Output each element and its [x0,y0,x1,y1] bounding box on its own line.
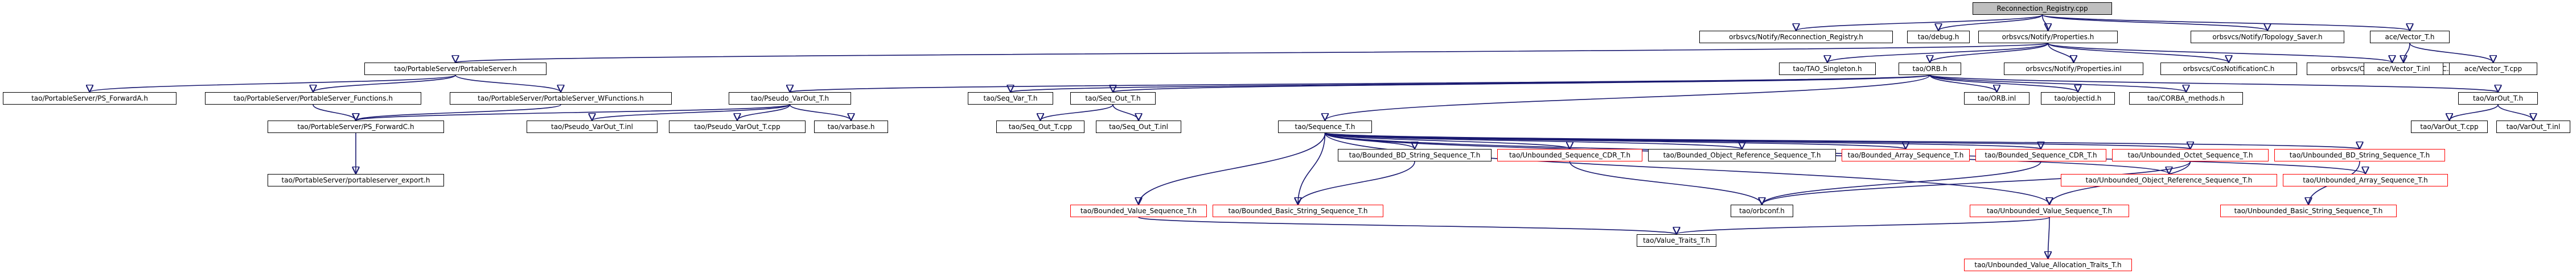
edge-n8-n19 [1113,74,1930,93]
edge-n15-n25 [313,104,356,121]
edge-n8-n22 [1929,74,2186,93]
node-pseudo-varout-t-cpp[interactable]: tao/Pseudo_VarOut_T.cpp [669,121,806,133]
edge-n3-n7 [1827,43,2049,63]
edge-n5-n12 [2404,43,2410,63]
node-reconnection-registry-cpp[interactable]: Reconnection_Registry.cpp [1973,2,2112,15]
edge-n37-n45 [1762,161,2041,205]
edge-n24-n44 [1298,132,1326,205]
node-bounded-value-sequence-t-h[interactable]: tao/Bounded_Value_Sequence_T.h [1070,205,1207,217]
node-seq-var-t-h[interactable]: tao/Seq_Var_T.h [968,92,1053,105]
edge-n8-n23 [1929,74,2498,93]
edge-n24-n35 [1324,132,1743,150]
edge-n0-n1 [1796,14,2043,31]
node-reconnection-registry-h[interactable]: orbsvcs/Notify/Reconnection_Registry.h [1699,31,1893,43]
node-value-traits-t-h[interactable]: tao/Value_Traits_T.h [1637,234,1716,247]
edge-n46-n49 [2048,217,2050,259]
edge-n17-n26 [592,104,791,121]
node-vector-t-cpp[interactable]: ace/Vector_T.cpp [2449,63,2537,75]
edge-n24-n43 [1139,132,1326,205]
edge-n24-n39 [1324,132,2360,149]
node-ps-forwarda-h[interactable]: tao/PortableServer/PS_ForwardA.h [3,92,176,105]
edge-n8-n20 [1929,74,1997,93]
node-vector-t-inl[interactable]: ace/Vector_T.inl [2364,63,2443,75]
node-cosnotificationc-h[interactable]: orbsvcs/CosNotificationC.h [2160,63,2297,75]
node-bounded-object-reference-sequence-t-h[interactable]: tao/Bounded_Object_Reference_Sequence_T.… [1648,149,1836,161]
edge-n23-n31 [2450,104,2499,121]
edge-n19-n29 [1041,104,1114,121]
node-unbounded-octet-sequence-t-h[interactable]: tao/Unbounded_Octet_Sequence_T.h [2112,149,2269,161]
edge-n46-n48 [1677,217,2050,235]
node-bounded-basic-string-sequence-t-h[interactable]: tao/Bounded_Basic_String_Sequence_T.h [1213,205,1383,217]
node-tao-singleton-h[interactable]: tao/TAO_Singleton.h [1779,63,1876,75]
node-portableserver-functions-h[interactable]: tao/PortableServer/PortableServer_Functi… [205,92,421,105]
node-bounded-array-sequence-t-h[interactable]: tao/Bounded_Array_Sequence_T.h [1842,149,1970,161]
node-orb-inl[interactable]: tao/ORB.inl [1964,92,2029,105]
edge-n8-n24 [1325,74,1930,121]
edge-n16-n25 [356,104,561,121]
node-unbounded-value-allocation-traits-t-h[interactable]: tao/Unbounded_Value_Allocation_Traits_T.… [1964,259,2132,271]
edge-n19-n30 [1112,104,1139,121]
node-unbounded-sequence-cdr-t-h[interactable]: tao/Unbounded_Sequence_CDR_T.h [1497,149,1642,161]
node-portableserver-wfunctions-h[interactable]: tao/PortableServer/PortableServer_WFunct… [450,92,672,105]
node-unbounded-basic-string-sequence-t-h[interactable]: tao/Unbounded_Basic_String_Sequence_T.h [2220,205,2397,217]
node-unbounded-bd-string-sequence-t-h[interactable]: tao/Unbounded_BD_String_Sequence_T.h [2274,149,2445,161]
edge-n17-n27 [737,104,791,121]
node-varbase-h[interactable]: tao/varbase.h [814,121,888,133]
node-pseudo-varout-t-h[interactable]: tao/Pseudo_VarOut_T.h [729,92,851,105]
edge-n24-n34 [1324,132,1570,150]
node-bounded-bd-string-sequence-t-h[interactable]: tao/Bounded_BD_String_Sequence_T.h [1338,149,1492,161]
edge-n23-n32 [2497,104,2533,121]
node-portableserver-export-h[interactable]: tao/PortableServer/portableserver_export… [268,174,444,186]
node-vector-t-h[interactable]: ace/Vector_T.h [2370,31,2450,43]
node-seq-out-t-inl[interactable]: tao/Seq_Out_T.inl [1096,121,1181,133]
edge-n8-n21 [1929,74,2078,93]
edge-n0-n4 [2041,14,2268,31]
edge-n24-n37 [1324,132,2041,150]
node-varout-t-cpp[interactable]: tao/VarOut_T.cpp [2411,121,2488,133]
edge-n3-n9 [2047,43,2074,63]
edge-n6-n16 [455,74,561,93]
edge-n0-n5 [2041,14,2410,31]
edge-n3-n8 [1930,43,2049,63]
edge-n38-n45 [1762,161,2191,205]
node-portableserver-h[interactable]: tao/PortableServer/PortableServer.h [364,63,547,75]
edge-n3-n6 [455,43,2049,63]
edge-n17-n28 [789,104,852,121]
node-sequence-t-h[interactable]: tao/Sequence_T.h [1278,121,1372,133]
edge-n43-n48 [1138,217,1677,235]
node-debug-h[interactable]: tao/debug.h [1907,31,1970,43]
edge-n8-n17 [790,74,1930,92]
edge-n3-n10 [2047,43,2229,63]
node-varout-t-h[interactable]: tao/VarOut_T.h [2458,92,2538,105]
edge-n17-n25 [356,104,791,121]
edge-n0-n3 [2041,14,2048,31]
node-orbconf-h[interactable]: tao/orbconf.h [1731,205,1793,217]
node-corba-methods-h[interactable]: tao/CORBA_methods.h [2129,92,2243,105]
node-varout-t-inl[interactable]: tao/VarOut_T.inl [2496,121,2570,133]
node-bounded-sequence-cdr-t-h[interactable]: tao/Bounded_Sequence_CDR_T.h [1975,149,2106,161]
node-unbounded-object-reference-sequence-t-h[interactable]: tao/Unbounded_Object_Reference_Sequence_… [2061,174,2277,186]
edge-n34-n45 [1569,161,1762,205]
edge-n3-n11 [2047,43,2393,63]
edge-n5-n13 [2409,43,2493,63]
node-seq-out-t-cpp[interactable]: tao/Seq_Out_T.cpp [996,121,1084,133]
node-ps-forwardc-h[interactable]: tao/PortableServer/PS_ForwardC.h [268,121,444,133]
node-seq-out-t-h[interactable]: tao/Seq_Out_T.h [1070,92,1156,105]
node-properties-inl[interactable]: orbsvcs/Notify/Properties.inl [2004,63,2143,75]
node-topology-saver-h[interactable]: orbsvcs/Notify/Topology_Saver.h [2191,31,2344,43]
edge-n0-n2 [1938,14,2043,31]
edge-n33-n44 [1298,161,1415,205]
node-unbounded-value-sequence-t-h[interactable]: tao/Unbounded_Value_Sequence_T.h [1970,205,2129,217]
node-pseudo-varout-t-inl[interactable]: tao/Pseudo_VarOut_T.inl [527,121,658,133]
edge-n6-n15 [313,74,456,93]
node-orb-h[interactable]: tao/ORB.h [1899,63,1961,75]
node-properties-h[interactable]: orbsvcs/Notify/Properties.h [1978,31,2118,43]
node-objectid-h[interactable]: tao/objectid.h [2041,92,2115,105]
node-unbounded-array-sequence-t-h[interactable]: tao/Unbounded_Array_Sequence_T.h [2283,174,2448,186]
edge-n24-n46 [1324,132,2050,205]
edge-n6-n14 [90,74,456,93]
